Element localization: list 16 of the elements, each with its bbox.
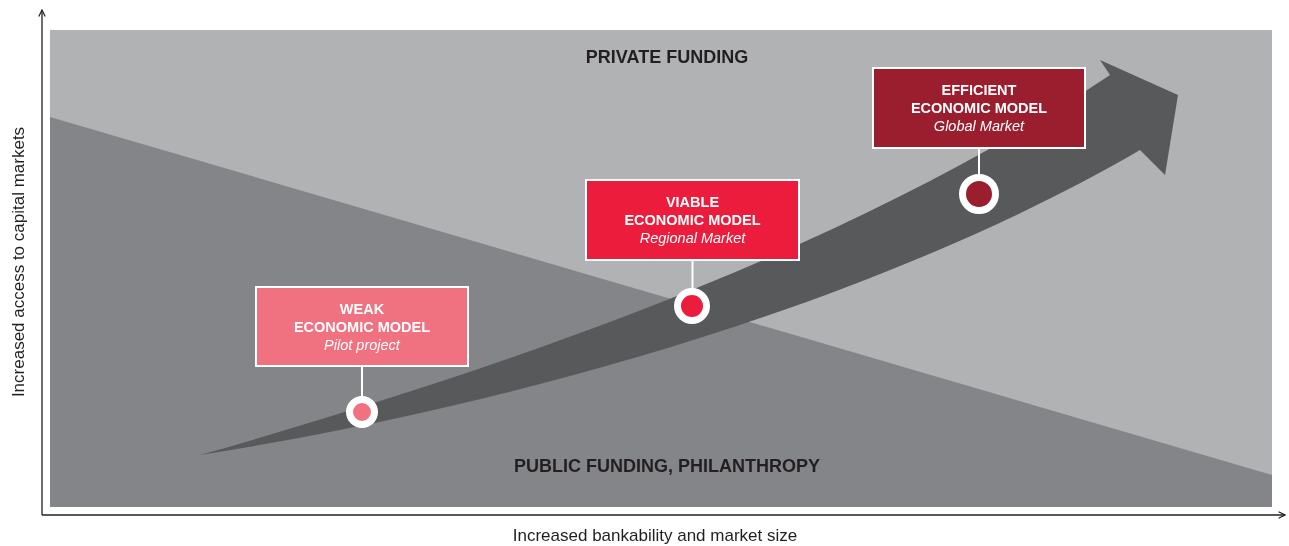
model-title: EFFICIENT ECONOMIC MODEL (910, 81, 1048, 117)
market-subtitle: Regional Market (639, 229, 746, 247)
leader-line (691, 260, 694, 289)
region-label: PUBLIC FUNDING, PHILANTHROPY (514, 455, 820, 477)
leader-line (361, 366, 363, 397)
model-box (255, 286, 469, 367)
model-box (872, 67, 1086, 149)
model-box (585, 179, 800, 261)
axis-label: Increased access to capital markets (9, 126, 29, 398)
model-title: VIABLE ECONOMIC MODEL (624, 193, 761, 229)
axis-label: Increased bankability and market size (512, 526, 798, 546)
region-label: PRIVATE FUNDING (585, 46, 749, 68)
leader-line (978, 148, 980, 175)
model-title: WEAK ECONOMIC MODEL (293, 299, 431, 336)
market-subtitle: Global Market (933, 117, 1025, 135)
market-subtitle: Pilot project (324, 335, 400, 354)
